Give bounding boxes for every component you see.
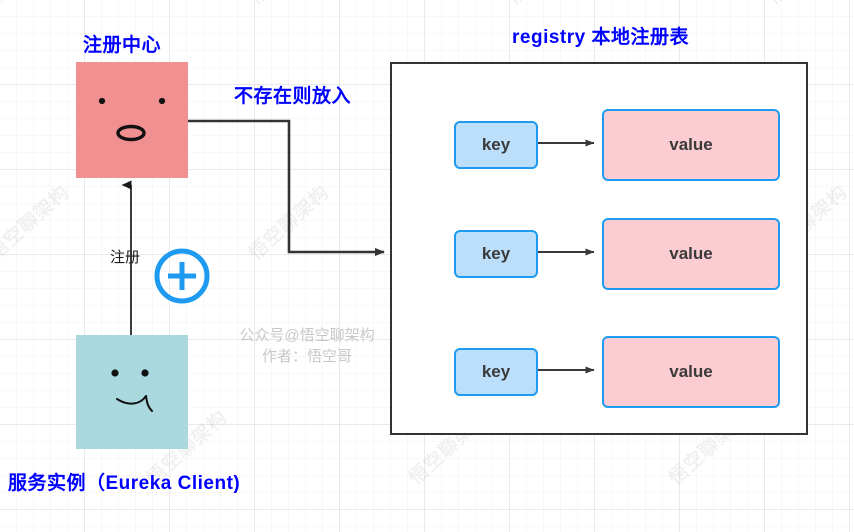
registry-center-node[interactable] [76, 62, 188, 178]
watermark-tile: 悟空聊架构 [760, 0, 852, 10]
registry-table-title: registry 本地注册表 [512, 27, 689, 48]
registry-row: key value [392, 336, 810, 408]
registry-table-container: key value key value key value [390, 62, 808, 435]
value-box[interactable]: value [602, 336, 780, 408]
watermark-line-1: 公众号@悟空聊架构 [239, 327, 375, 344]
key-box[interactable]: key [454, 230, 538, 278]
watermark-tile: 悟空聊架构 [0, 181, 74, 265]
value-box[interactable]: value [602, 109, 780, 181]
watermark-tile: 悟空聊架构 [245, 181, 334, 265]
register-label: 注册 [110, 249, 141, 266]
circle-plus-icon[interactable] [154, 248, 210, 304]
registry-row: key value [392, 109, 810, 181]
key-box[interactable]: key [454, 348, 538, 396]
put-if-absent-connector [188, 119, 385, 256]
put-if-absent-label: 不存在则放入 [234, 86, 352, 107]
watermark-tile: 悟空聊架构 [0, 0, 74, 10]
watermark-tile: 悟空聊架构 [242, 0, 334, 10]
watermark-line-2: 作者：悟空哥 [261, 348, 352, 365]
registry-row: key value [392, 218, 810, 290]
eureka-client-node[interactable] [76, 335, 188, 449]
author-watermark: 公众号@悟空聊架构 作者：悟空哥 [222, 325, 392, 367]
registry-center-title: 注册中心 [83, 35, 162, 56]
key-box[interactable]: key [454, 121, 538, 169]
value-box[interactable]: value [602, 218, 780, 290]
watermark-tile: 悟空聊架构 [500, 0, 592, 10]
service-instance-label: 服务实例（Eureka Client) [8, 473, 241, 494]
